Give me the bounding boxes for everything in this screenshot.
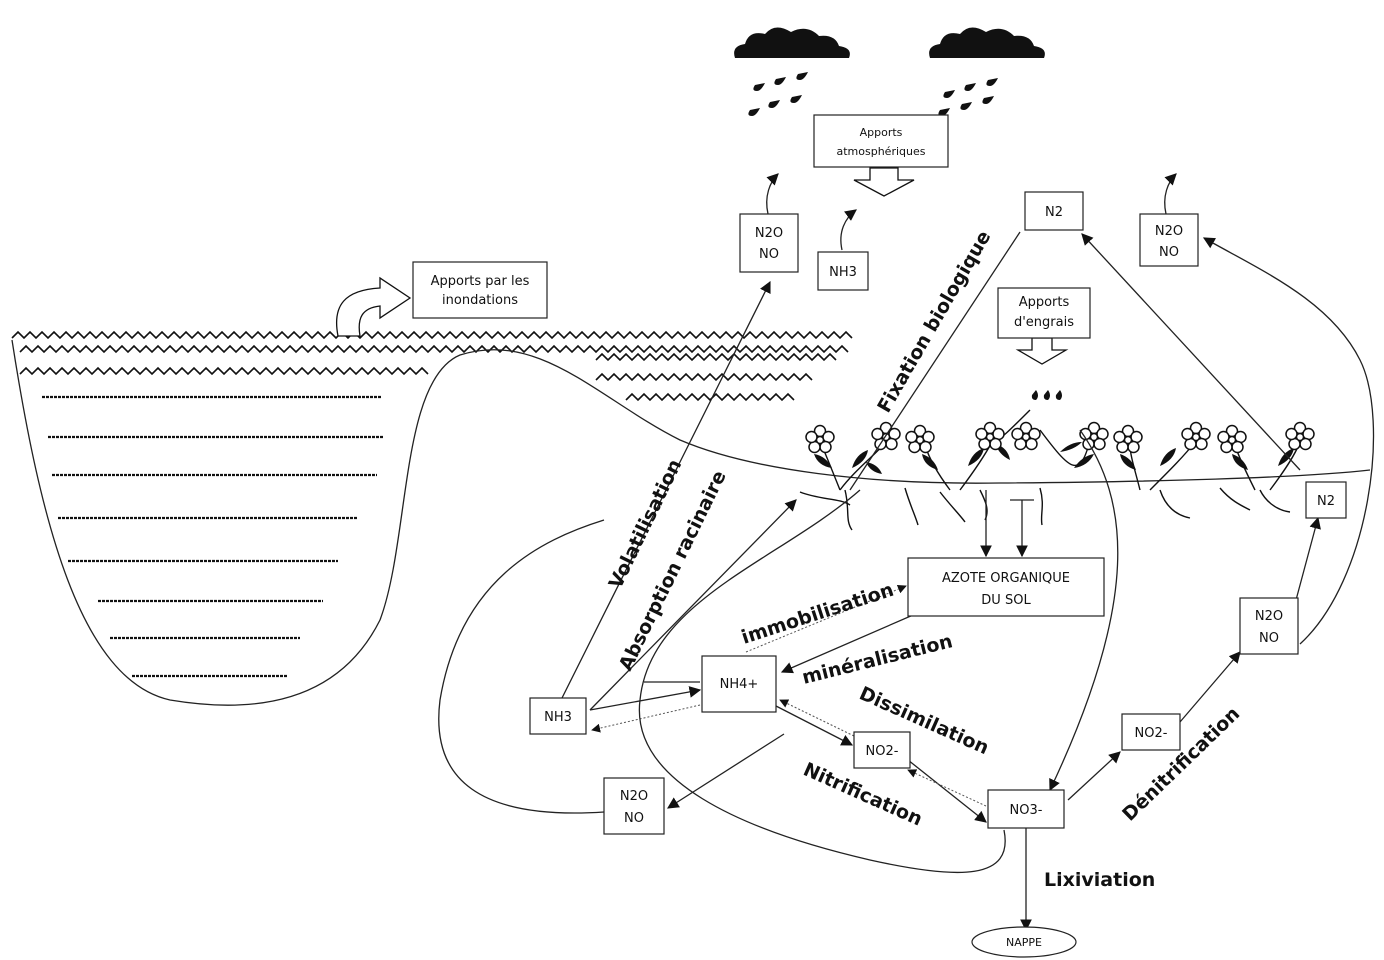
nh3-top-label: NH3 xyxy=(829,265,857,280)
box-n2o-low: N2O NO xyxy=(603,777,665,835)
box-n2o-right: N2O NO xyxy=(1239,597,1299,655)
lake-basin xyxy=(11,339,1371,706)
box-no3: NO3- xyxy=(987,789,1065,829)
cloud-right-icon xyxy=(929,27,1045,116)
nappe-ellipse: NAPPE xyxy=(971,926,1077,958)
organic-nitrogen-line2: DU SOL xyxy=(981,593,1031,608)
fertilizer-input-arrow xyxy=(1015,337,1069,365)
flood-water-waves xyxy=(11,330,853,402)
label-immobilisation: immobilisation xyxy=(739,579,897,649)
nh4-label: NH4+ xyxy=(720,677,759,692)
n2-right-label: N2 xyxy=(1317,494,1335,509)
n2o-top-left-line1: N2O xyxy=(755,226,783,241)
n2o-right-line1: N2O xyxy=(1255,609,1283,624)
box-nh3-top: NH3 xyxy=(817,251,869,291)
box-floods-line2: inondations xyxy=(442,293,518,308)
label-fixation-biologique: Fixation biologique xyxy=(873,227,995,417)
n2o-top-left-line2: NO xyxy=(759,247,779,262)
box-no2-right: NO2- xyxy=(1121,713,1181,751)
label-nitrification: Nitrification xyxy=(800,758,926,830)
box-nh4: NH4+ xyxy=(701,655,777,713)
cloud-left-icon xyxy=(734,27,850,116)
atmospheric-input-arrow xyxy=(853,167,915,197)
nappe-label: NAPPE xyxy=(1006,936,1042,949)
box-fertilizer-line2: d'engrais xyxy=(1014,315,1074,330)
box-organic-nitrogen: AZOTE ORGANIQUE DU SOL xyxy=(907,557,1105,617)
box-floods: Apports par les inondations xyxy=(412,261,548,319)
cycle-arrows xyxy=(438,173,1375,932)
fertilizer-drops-icon xyxy=(1031,390,1062,400)
box-fertilizer: Apports d'engrais xyxy=(997,287,1091,339)
box-atmospheric: Apports atmosphériques xyxy=(813,114,949,168)
box-fertilizer-line1: Apports xyxy=(1019,295,1070,310)
box-atmospheric-line2: atmosphériques xyxy=(837,145,926,158)
box-atmospheric-line1: Apports xyxy=(860,126,903,139)
no2-mid-label: NO2- xyxy=(866,744,899,759)
box-n2-top: N2 xyxy=(1024,191,1084,231)
label-lixiviation: Lixiviation xyxy=(1044,869,1155,891)
n2o-top-right-line2: NO xyxy=(1159,245,1179,260)
box-n2-right: N2 xyxy=(1305,481,1347,519)
box-nh3-low: NH3 xyxy=(529,697,587,735)
n2o-top-right-line1: N2O xyxy=(1155,224,1183,239)
box-floods-line1: Apports par les xyxy=(431,274,530,289)
box-n2o-top-left: N2O NO xyxy=(739,213,799,273)
nh3-low-label: NH3 xyxy=(544,710,572,725)
box-n2o-top-right: N2O NO xyxy=(1139,213,1199,267)
box-no2-mid: NO2- xyxy=(853,731,911,769)
no3-label: NO3- xyxy=(1010,803,1043,818)
flood-arrow xyxy=(336,276,412,337)
organic-nitrogen-line1: AZOTE ORGANIQUE xyxy=(942,571,1070,586)
no2-right-label: NO2- xyxy=(1135,726,1168,741)
n2o-low-line2: NO xyxy=(624,811,644,826)
n2o-low-line1: N2O xyxy=(620,789,648,804)
n2o-right-line2: NO xyxy=(1259,631,1279,646)
plants-row xyxy=(799,409,1315,531)
n2-top-label: N2 xyxy=(1045,205,1063,220)
label-mineralisation: minéralisation xyxy=(800,630,955,689)
